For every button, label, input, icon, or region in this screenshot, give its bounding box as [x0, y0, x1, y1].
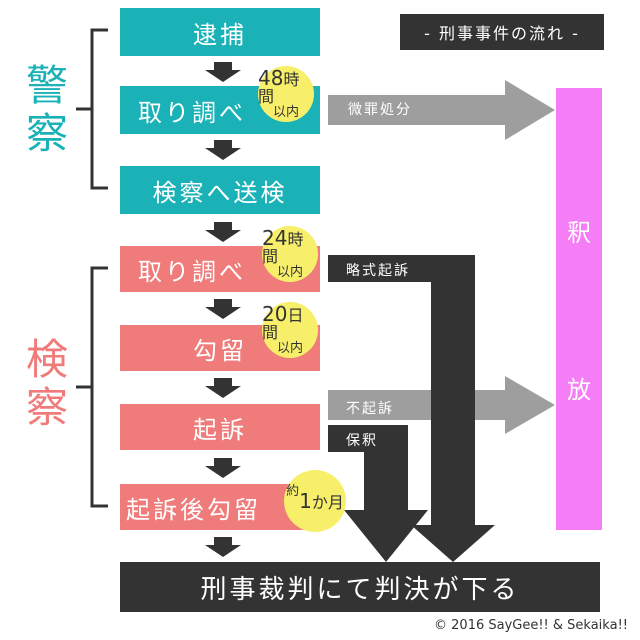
- down-arrow-icon: [205, 222, 241, 242]
- phase-char: 察: [25, 383, 68, 433]
- step-label: 刑事裁判にて判決が下る: [200, 574, 520, 605]
- phase-char: 察: [25, 109, 68, 159]
- down-arrow-icon: [205, 378, 241, 398]
- minor-offense-arrow: [328, 80, 555, 140]
- phase-police: 警 察: [20, 61, 74, 159]
- step-label: 取り調べ: [138, 257, 246, 286]
- title: - 刑事事件の流れ -: [424, 24, 580, 43]
- branch-bail: 保釈: [346, 433, 378, 449]
- badge-line2: 以内: [276, 341, 303, 357]
- time-limit-badge: 48時間 以内: [258, 66, 314, 122]
- step-trial: 刑事裁判にて判決が下る: [120, 562, 600, 612]
- step-label: 検察へ送検: [152, 178, 288, 207]
- copyright: © 2016 SayGee!! & Sekaika!!: [434, 618, 628, 633]
- phase-prosecution: 検 察: [20, 335, 74, 433]
- police-bracket: [76, 28, 108, 190]
- release-char: 釈: [567, 219, 591, 247]
- phase-char: 検: [25, 335, 68, 384]
- time-limit-badge: 約 1か月: [284, 470, 346, 532]
- branch-non-indictment: 不起訴: [346, 401, 394, 417]
- phase-char: 警: [25, 61, 68, 110]
- step-send-to-prosecutor: 検察へ送検: [120, 166, 320, 214]
- badge-line1: 1か月: [299, 488, 344, 513]
- down-arrow-icon: [205, 62, 241, 82]
- badge-prefix: 約: [286, 484, 300, 500]
- release-box: 釈 放: [556, 88, 602, 530]
- bail-path: [328, 425, 428, 562]
- summary-indictment-path: [328, 255, 495, 562]
- title-box: - 刑事事件の流れ -: [400, 14, 604, 50]
- time-limit-badge: 24時間 以内: [262, 226, 318, 282]
- step-indictment: 起訴: [120, 404, 320, 450]
- badge-line2: 以内: [276, 265, 303, 281]
- branch-summary-indictment: 略式起訴: [346, 263, 410, 279]
- down-arrow-icon: [205, 537, 241, 557]
- down-arrow-icon: [205, 458, 241, 478]
- down-arrow-icon: [205, 140, 241, 160]
- step-label: 取り調べ: [138, 98, 246, 127]
- badge-line1: 24時間: [262, 226, 304, 267]
- branch-minor-offense: 微罪処分: [348, 102, 412, 118]
- step-label: 起訴後勾留: [126, 495, 261, 524]
- step-arrest: 逮捕: [120, 8, 320, 56]
- time-limit-badge: 20日間 以内: [262, 302, 318, 358]
- badge-line1: 20日間: [262, 302, 304, 343]
- step-label: 勾留: [193, 336, 247, 365]
- step-police-investigation: 取り調べ: [120, 86, 320, 134]
- step-label: 逮捕: [193, 20, 247, 49]
- down-arrow-icon: [205, 299, 241, 319]
- release-char: 放: [567, 376, 591, 404]
- step-label: 起訴: [193, 415, 247, 444]
- prosecution-bracket: [76, 266, 108, 508]
- badge-line1: 48時間: [258, 66, 300, 107]
- badge-line2: 以内: [272, 105, 299, 121]
